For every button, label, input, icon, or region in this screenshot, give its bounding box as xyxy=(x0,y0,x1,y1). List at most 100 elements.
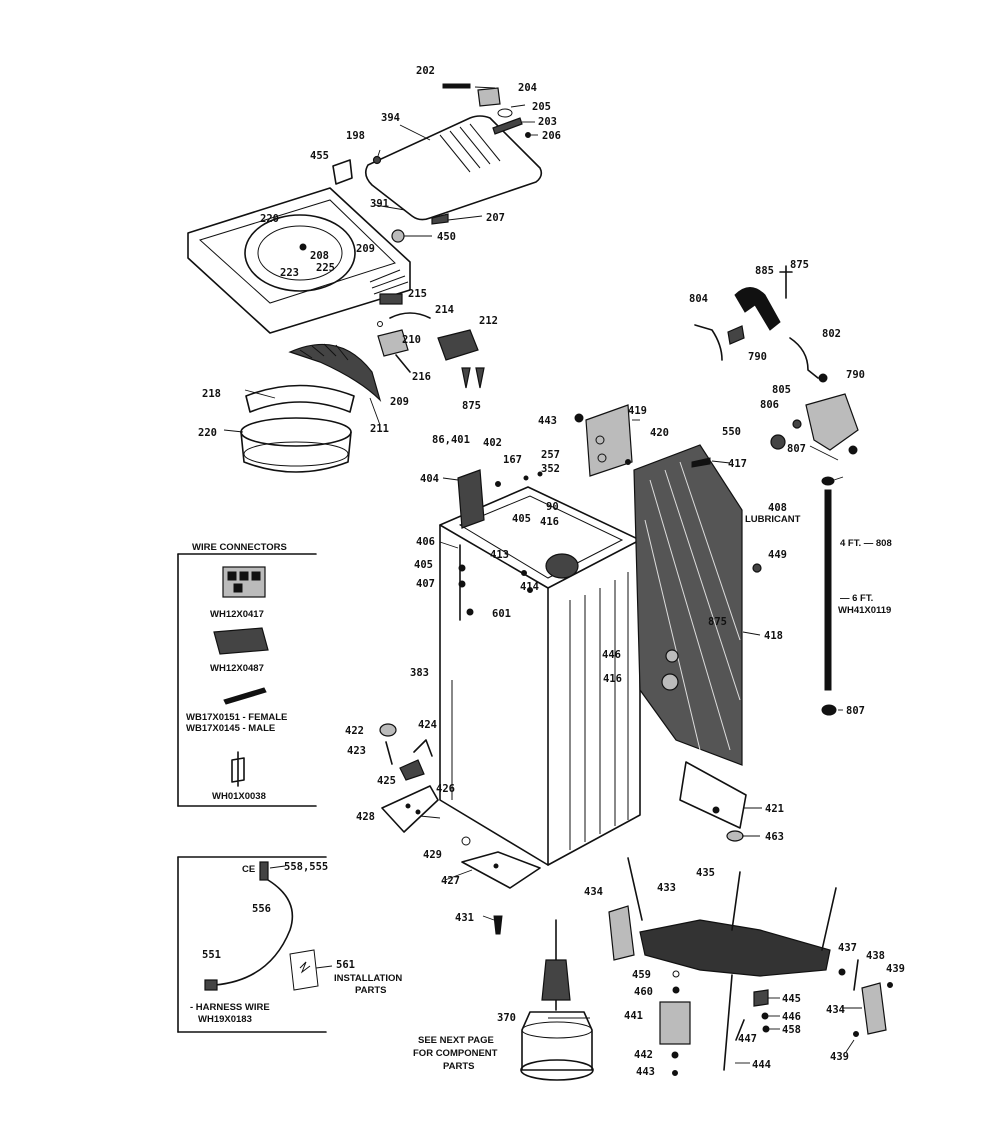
callout-391: 391 xyxy=(370,198,389,210)
part-437 xyxy=(838,968,846,976)
callout-223: 223 xyxy=(280,267,299,279)
hose-6ft-note: — 6 FT. xyxy=(840,593,873,604)
hose-885 xyxy=(734,287,781,331)
foot-463 xyxy=(726,830,744,842)
callout-807b: 807 xyxy=(846,705,865,717)
callout-220: 220 xyxy=(260,213,279,225)
hinge-pin-202 xyxy=(442,83,471,89)
hose-4ft-note: 4 FT. — 808 xyxy=(840,538,892,549)
water-valve-assembly xyxy=(694,265,859,716)
callout-438: 438 xyxy=(866,950,885,962)
base-assembly xyxy=(608,857,893,1076)
callout-207: 207 xyxy=(486,212,505,224)
screw-601 xyxy=(466,608,474,616)
callout-209b: 209 xyxy=(390,396,409,408)
control-panel-bracket-404 xyxy=(457,469,485,529)
callout-561: 561 xyxy=(336,959,355,971)
leader-lines xyxy=(223,86,862,1064)
callout-352: 352 xyxy=(541,463,560,475)
filter-550 xyxy=(770,434,786,450)
insulation-panel-418 xyxy=(574,404,762,766)
lid-assembly xyxy=(187,83,543,334)
lid-switch-parts xyxy=(377,293,485,389)
callout-460: 460 xyxy=(634,986,653,998)
callout-802: 802 xyxy=(822,328,841,340)
part-459 xyxy=(672,970,680,978)
part-448 xyxy=(665,649,679,663)
screw-420 xyxy=(625,459,631,465)
part-wb17x0151: WB17X0151 - FEMALE xyxy=(186,712,287,723)
screw-439b xyxy=(853,1031,859,1037)
part-417 xyxy=(691,457,711,468)
callout-805: 805 xyxy=(772,384,791,396)
terminal-block-419 xyxy=(585,404,633,477)
part-460 xyxy=(672,986,680,994)
callout-422: 422 xyxy=(345,725,364,737)
part-442 xyxy=(671,1051,679,1059)
part-wb17x0145: WB17X0145 - MALE xyxy=(186,723,275,734)
callout-404: 404 xyxy=(420,473,439,485)
callout-433: 433 xyxy=(657,882,676,894)
lid-394 xyxy=(364,115,543,221)
washer-807a xyxy=(821,476,835,486)
part-423 xyxy=(385,741,393,765)
base-433 xyxy=(639,919,831,977)
callout-86401: 86,401 xyxy=(432,434,470,446)
washer-205 xyxy=(497,108,513,118)
part-438 xyxy=(853,959,859,991)
callout-257: 257 xyxy=(541,449,560,461)
leveling-parts xyxy=(379,723,747,935)
installation-parts-panel: CE 558,555 556 551 - HARNESS WIRE WH19X0… xyxy=(177,856,402,1033)
callout-556: 556 xyxy=(252,903,271,915)
callout-218: 218 xyxy=(202,388,221,400)
callout-431: 431 xyxy=(455,912,474,924)
callout-labels: 202 204 205 203 206 394 198 455 391 207 … xyxy=(198,65,905,1078)
callout-214: 214 xyxy=(435,304,454,316)
ring-218 xyxy=(245,384,355,413)
installation-kit-561 xyxy=(289,949,319,991)
cover-ribs xyxy=(299,343,349,361)
leg-435 xyxy=(731,871,741,931)
callout-405b: 405 xyxy=(414,559,433,571)
callout-394: 394 xyxy=(381,112,400,124)
cabinet-383 xyxy=(439,469,641,866)
hose-6ft-part: WH41X0119 xyxy=(838,605,891,616)
callout-416b: 416 xyxy=(603,673,622,685)
callout-790a: 790 xyxy=(748,351,767,363)
tub-support-90 xyxy=(545,553,579,579)
installation-label: INSTALLATION xyxy=(334,973,402,984)
harness-wire-part: WH19X0183 xyxy=(198,1014,252,1025)
fill-hose xyxy=(824,489,832,691)
bracket-428 xyxy=(381,785,439,833)
callout-406: 406 xyxy=(416,536,435,548)
callout-558: 558,555 xyxy=(284,861,328,873)
callout-220b: 220 xyxy=(198,427,217,439)
callout-439a: 439 xyxy=(886,963,905,975)
wire-connectors-title: WIRE CONNECTORS xyxy=(192,542,287,553)
connector-wb17 xyxy=(223,687,267,705)
plate-434a xyxy=(608,905,635,961)
see-next-l2: FOR COMPONENT xyxy=(413,1048,498,1059)
callout-212: 212 xyxy=(479,315,498,327)
callout-875b: 875 xyxy=(790,259,809,271)
part-443 xyxy=(672,1070,678,1076)
part-wh12x0417: WH12X0417 xyxy=(210,609,264,620)
screw-429 xyxy=(461,836,471,846)
callout-211: 211 xyxy=(370,423,389,435)
plate-434b xyxy=(861,982,887,1035)
callout-447: 447 xyxy=(738,1033,757,1045)
callout-419: 419 xyxy=(628,405,647,417)
callout-446b: 446 xyxy=(782,1011,801,1023)
callout-804: 804 xyxy=(689,293,708,305)
callout-167: 167 xyxy=(503,454,522,466)
callout-417: 417 xyxy=(728,458,747,470)
actuator-210 xyxy=(377,329,409,357)
callout-439b: 439 xyxy=(830,1051,849,1063)
fastener-450 xyxy=(391,229,405,243)
callout-885: 885 xyxy=(755,265,774,277)
part-447 xyxy=(735,1019,745,1041)
callout-443b: 443 xyxy=(636,1066,655,1078)
harness-wire-label: - HARNESS WIRE xyxy=(190,1002,270,1013)
bracket-212 xyxy=(437,329,479,361)
